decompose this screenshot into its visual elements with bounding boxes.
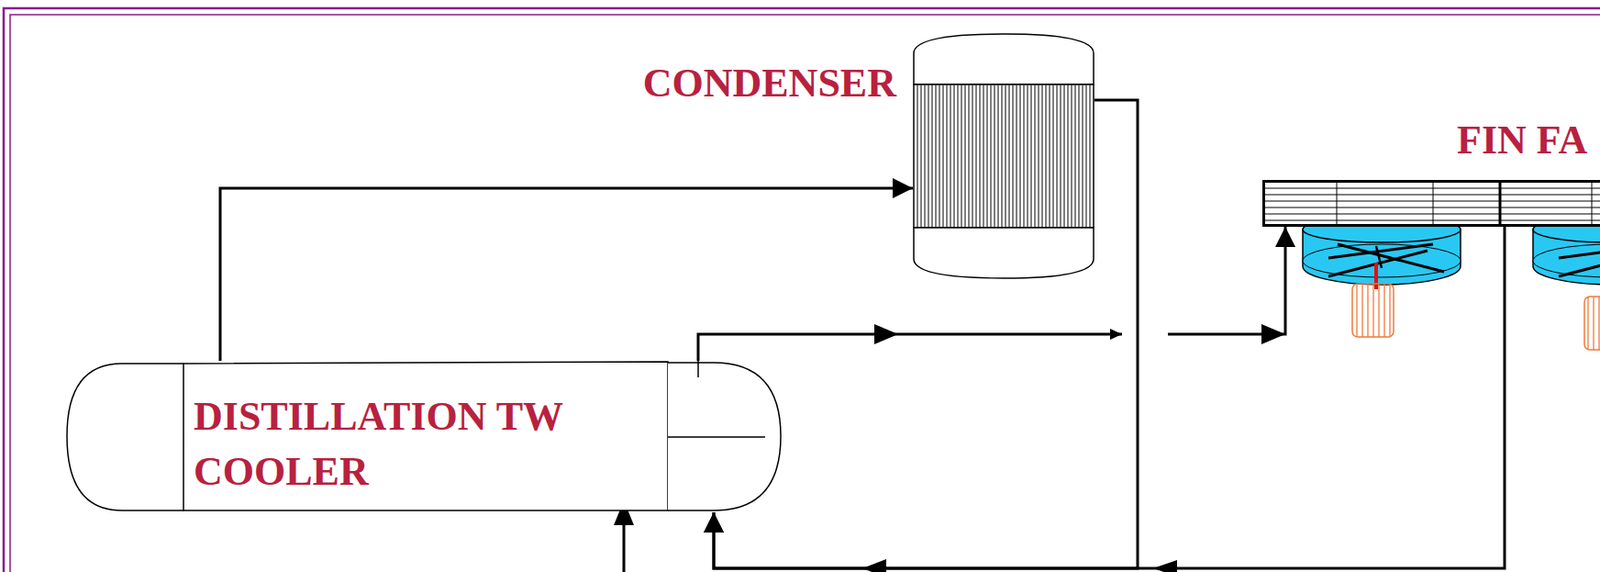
condenser-vessel: CONDENSER <box>912 33 1095 279</box>
vessel-outline <box>1262 179 1600 227</box>
process-line <box>698 226 1286 361</box>
inlet-line <box>622 518 626 572</box>
motor <box>1584 296 1600 350</box>
process-line <box>713 226 1505 568</box>
fan <box>1533 216 1600 285</box>
flow-arrowhead <box>1153 559 1178 572</box>
vessel-outline <box>912 33 1095 279</box>
frame-inner <box>10 14 1600 572</box>
frame-outer <box>3 8 1600 572</box>
equipment-label: FIN FA <box>1456 112 1588 168</box>
fin-fan-bank: FIN FA <box>1262 179 1600 227</box>
equipment-label: CONDENSER <box>643 55 897 112</box>
fan <box>1302 216 1461 289</box>
equipment-label: DISTILLATION TW COOLER <box>193 388 653 500</box>
flow-arrowhead <box>862 558 887 572</box>
cooler-vessel: DISTILLATION TW COOLER <box>66 360 781 512</box>
motor <box>1352 283 1394 337</box>
